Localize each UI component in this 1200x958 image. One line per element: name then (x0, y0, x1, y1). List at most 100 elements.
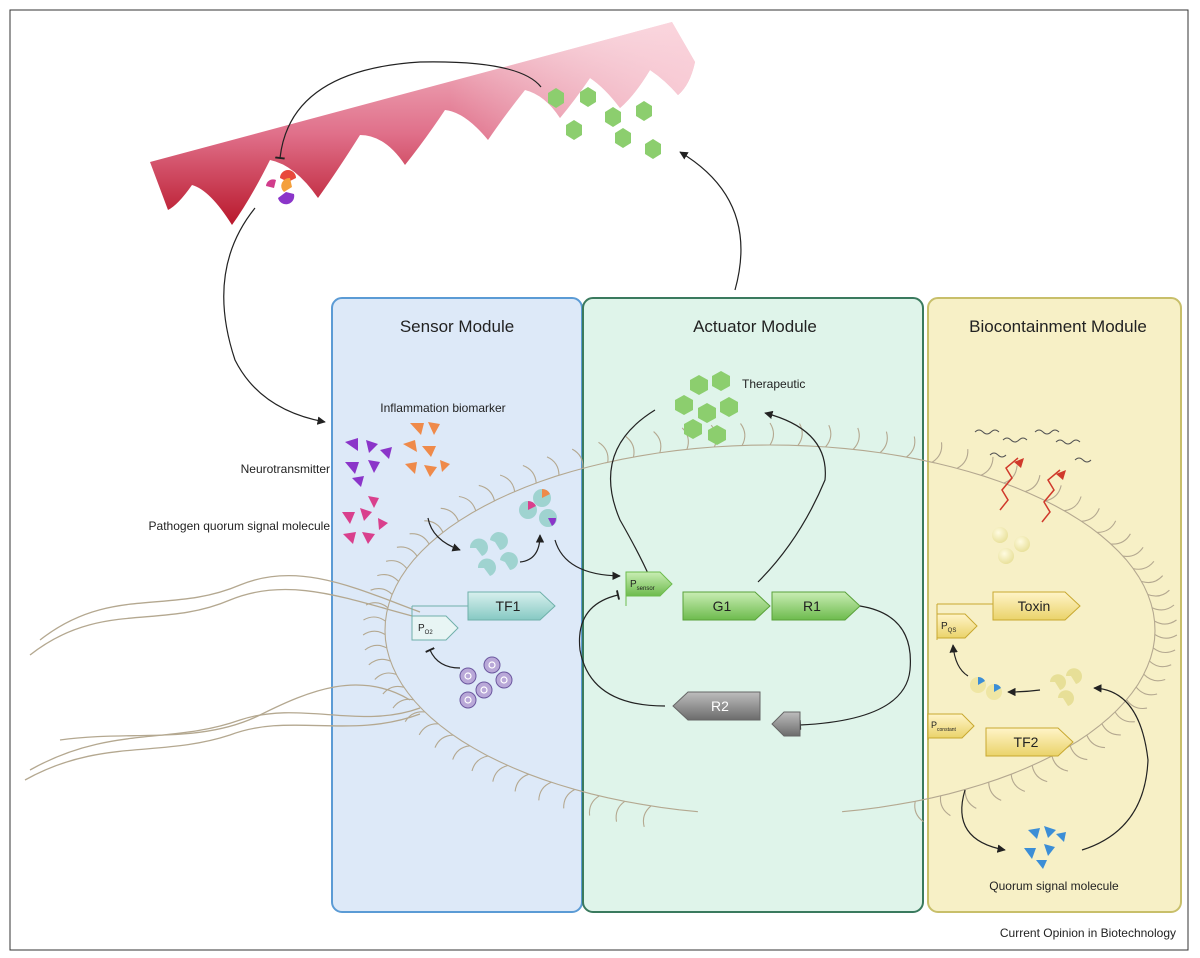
svg-text:PO2: PO2 (418, 623, 433, 636)
svg-text:PQS: PQS (941, 621, 956, 634)
pilus (377, 573, 399, 582)
pilus (370, 588, 393, 595)
tf2-gene: TF2 (985, 727, 1074, 757)
pilus (1135, 686, 1158, 696)
pilus (1154, 619, 1177, 625)
pilus (409, 533, 430, 545)
pilus (1126, 699, 1148, 710)
pilus (1152, 647, 1176, 654)
pilus (797, 423, 803, 446)
pilus (956, 449, 969, 469)
tf2-label: TF2 (1014, 734, 1039, 750)
pilus (1147, 589, 1170, 597)
quorum-export-arrow (961, 789, 1006, 853)
neurotransmitter-molecules (345, 438, 392, 487)
pilus (1110, 533, 1131, 545)
r1-gene: R1 (771, 591, 861, 621)
tf2-binding-arrow (1007, 687, 1041, 697)
pilus (514, 773, 530, 792)
pilus (364, 644, 388, 651)
binding-arrow-1 (427, 517, 461, 552)
pilus (478, 484, 496, 501)
svg-text:Psensor: Psensor (630, 579, 655, 592)
biocontainment-module-title: Biocontainment Module (969, 317, 1147, 336)
pilus (931, 442, 943, 463)
pilus (452, 745, 470, 760)
pilus (424, 520, 444, 533)
pathogen-quorum-label: Pathogen quorum signal molecule (149, 519, 331, 533)
g1-to-therapeutic-arrow (757, 410, 826, 583)
pilus (653, 431, 662, 453)
pilus (392, 698, 414, 709)
tf1-protein-molecules (469, 532, 518, 576)
pilus (538, 781, 552, 801)
pilus (458, 495, 477, 511)
pathogen-quorum-molecules (342, 496, 388, 544)
tissue-to-sensor-arrow (223, 207, 326, 425)
pilus (471, 755, 489, 772)
therapeutic-molecules (675, 371, 738, 445)
pilus (852, 427, 860, 450)
r2-gene: R2 (672, 691, 761, 721)
bacterium-membrane (362, 422, 1178, 828)
promoter-constant: Pconstant (927, 713, 975, 740)
qs-receptor-complex (970, 676, 1002, 700)
pilus (546, 456, 560, 476)
pilus (964, 789, 977, 809)
pilus (939, 795, 951, 817)
therapeutic-feedback-repression (609, 409, 656, 581)
pilus (434, 734, 454, 748)
toxin-label: Toxin (1018, 598, 1051, 614)
r2-promoter (771, 711, 801, 737)
pilus (1141, 575, 1164, 584)
tissue-biomarker-cluster (266, 170, 296, 205)
pilus (1010, 774, 1026, 792)
r2-label: R2 (711, 698, 729, 714)
pilus (1149, 660, 1172, 668)
pilus (1096, 520, 1117, 533)
pilus (1081, 508, 1100, 522)
pilus (396, 546, 418, 557)
pilus (681, 427, 689, 450)
g1-gene: G1 (682, 591, 771, 621)
pilus (825, 424, 832, 448)
actuator-module-title: Actuator Module (693, 317, 817, 336)
pilus (1154, 634, 1178, 639)
inflammation-biomarker-molecules (403, 422, 450, 477)
pilus (440, 507, 460, 522)
promoter-sensor: Psensor (625, 571, 673, 606)
pilus (598, 441, 609, 463)
g1-label: G1 (713, 598, 732, 614)
toxin-arrowheads (1014, 458, 1066, 480)
pilus (363, 616, 386, 622)
pilus (571, 448, 584, 469)
pilus (769, 422, 775, 446)
pilus (1151, 604, 1175, 611)
pilus (1114, 711, 1135, 723)
figure-frame (9, 9, 1189, 951)
oxygen-molecule-labels (464, 661, 508, 704)
pilus (1003, 465, 1018, 484)
quorum-signal-label: Quorum signal molecule (989, 879, 1119, 893)
oxygen-molecules (459, 656, 513, 709)
actuator-to-tissue-arrow (679, 151, 742, 291)
pilus (1064, 496, 1082, 512)
cell-lysis-debris (974, 429, 1092, 463)
pilus (1086, 734, 1106, 749)
repression-arc-tissue (275, 61, 542, 160)
pilus (499, 474, 516, 492)
tf2-protein-molecules (1050, 668, 1082, 706)
pilus (1031, 765, 1048, 783)
tf1-gene: TF1 (467, 591, 556, 621)
neurotransmitter-label: Neurotransmitter (241, 462, 330, 476)
sensor-module-title: Sensor Module (400, 317, 514, 336)
quorum-signal-molecules (1024, 826, 1066, 869)
pilus (1025, 475, 1041, 493)
pilus (1069, 745, 1088, 761)
pilus (522, 464, 537, 484)
r1-label: R1 (803, 598, 821, 614)
bacterium-flagella (24, 574, 421, 781)
pilus (374, 672, 397, 680)
tf1-bound-complex (519, 489, 557, 527)
